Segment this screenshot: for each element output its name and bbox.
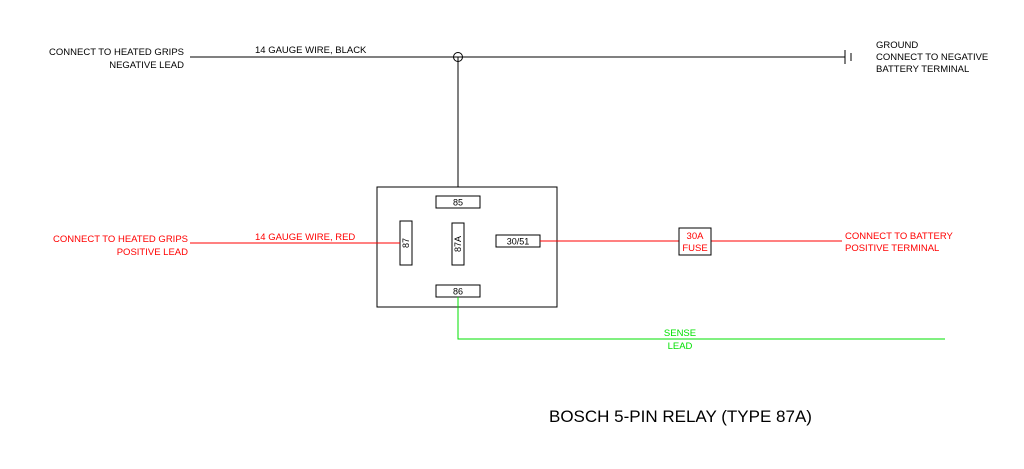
pin-87-label: 87	[401, 238, 411, 248]
positive-left-label-line2: POSITIVE LEAD	[117, 247, 188, 258]
ground-right-label-line1: GROUND	[876, 40, 918, 51]
fuse-box	[678, 227, 712, 256]
pin-85-label: 85	[453, 198, 463, 208]
pin-30-51-label: 30/51	[507, 237, 530, 247]
positive-wire-label: 14 GAUGE WIRE, RED	[255, 232, 355, 243]
ground-right-label-line3: BATTERY TERMINAL	[876, 64, 969, 75]
sense-wire	[457, 297, 945, 340]
sense-label-line1: SENSE	[664, 328, 696, 339]
ground-wire-label: 14 GAUGE WIRE, BLACK	[255, 45, 367, 56]
ground-left-label-line2: NEGATIVE LEAD	[109, 60, 184, 71]
positive-right-label-line1: CONNECT TO BATTERY	[845, 231, 954, 242]
diagram-title: BOSCH 5-PIN RELAY (TYPE 87A)	[549, 407, 812, 426]
pin-87a-label: 87A	[453, 236, 463, 252]
ground-right-label-line2: CONNECT TO NEGATIVE	[876, 52, 988, 63]
sense-label-line2: LEAD	[668, 341, 693, 352]
fuse-label-line1: 30A	[687, 231, 705, 242]
pin-86-label: 86	[453, 287, 463, 297]
pin-87a-box	[451, 222, 465, 266]
ground-left-label-line1: CONNECT TO HEATED GRIPS	[49, 47, 184, 58]
positive-right-label-line2: POSITIVE TERMINAL	[845, 243, 939, 254]
fuse-label-line2: FUSE	[682, 243, 707, 254]
ground-symbol	[844, 50, 852, 64]
pin-85-box	[435, 195, 481, 209]
junction-node	[453, 52, 463, 62]
positive-left-label-line1: CONNECT TO HEATED GRIPS	[53, 234, 188, 245]
